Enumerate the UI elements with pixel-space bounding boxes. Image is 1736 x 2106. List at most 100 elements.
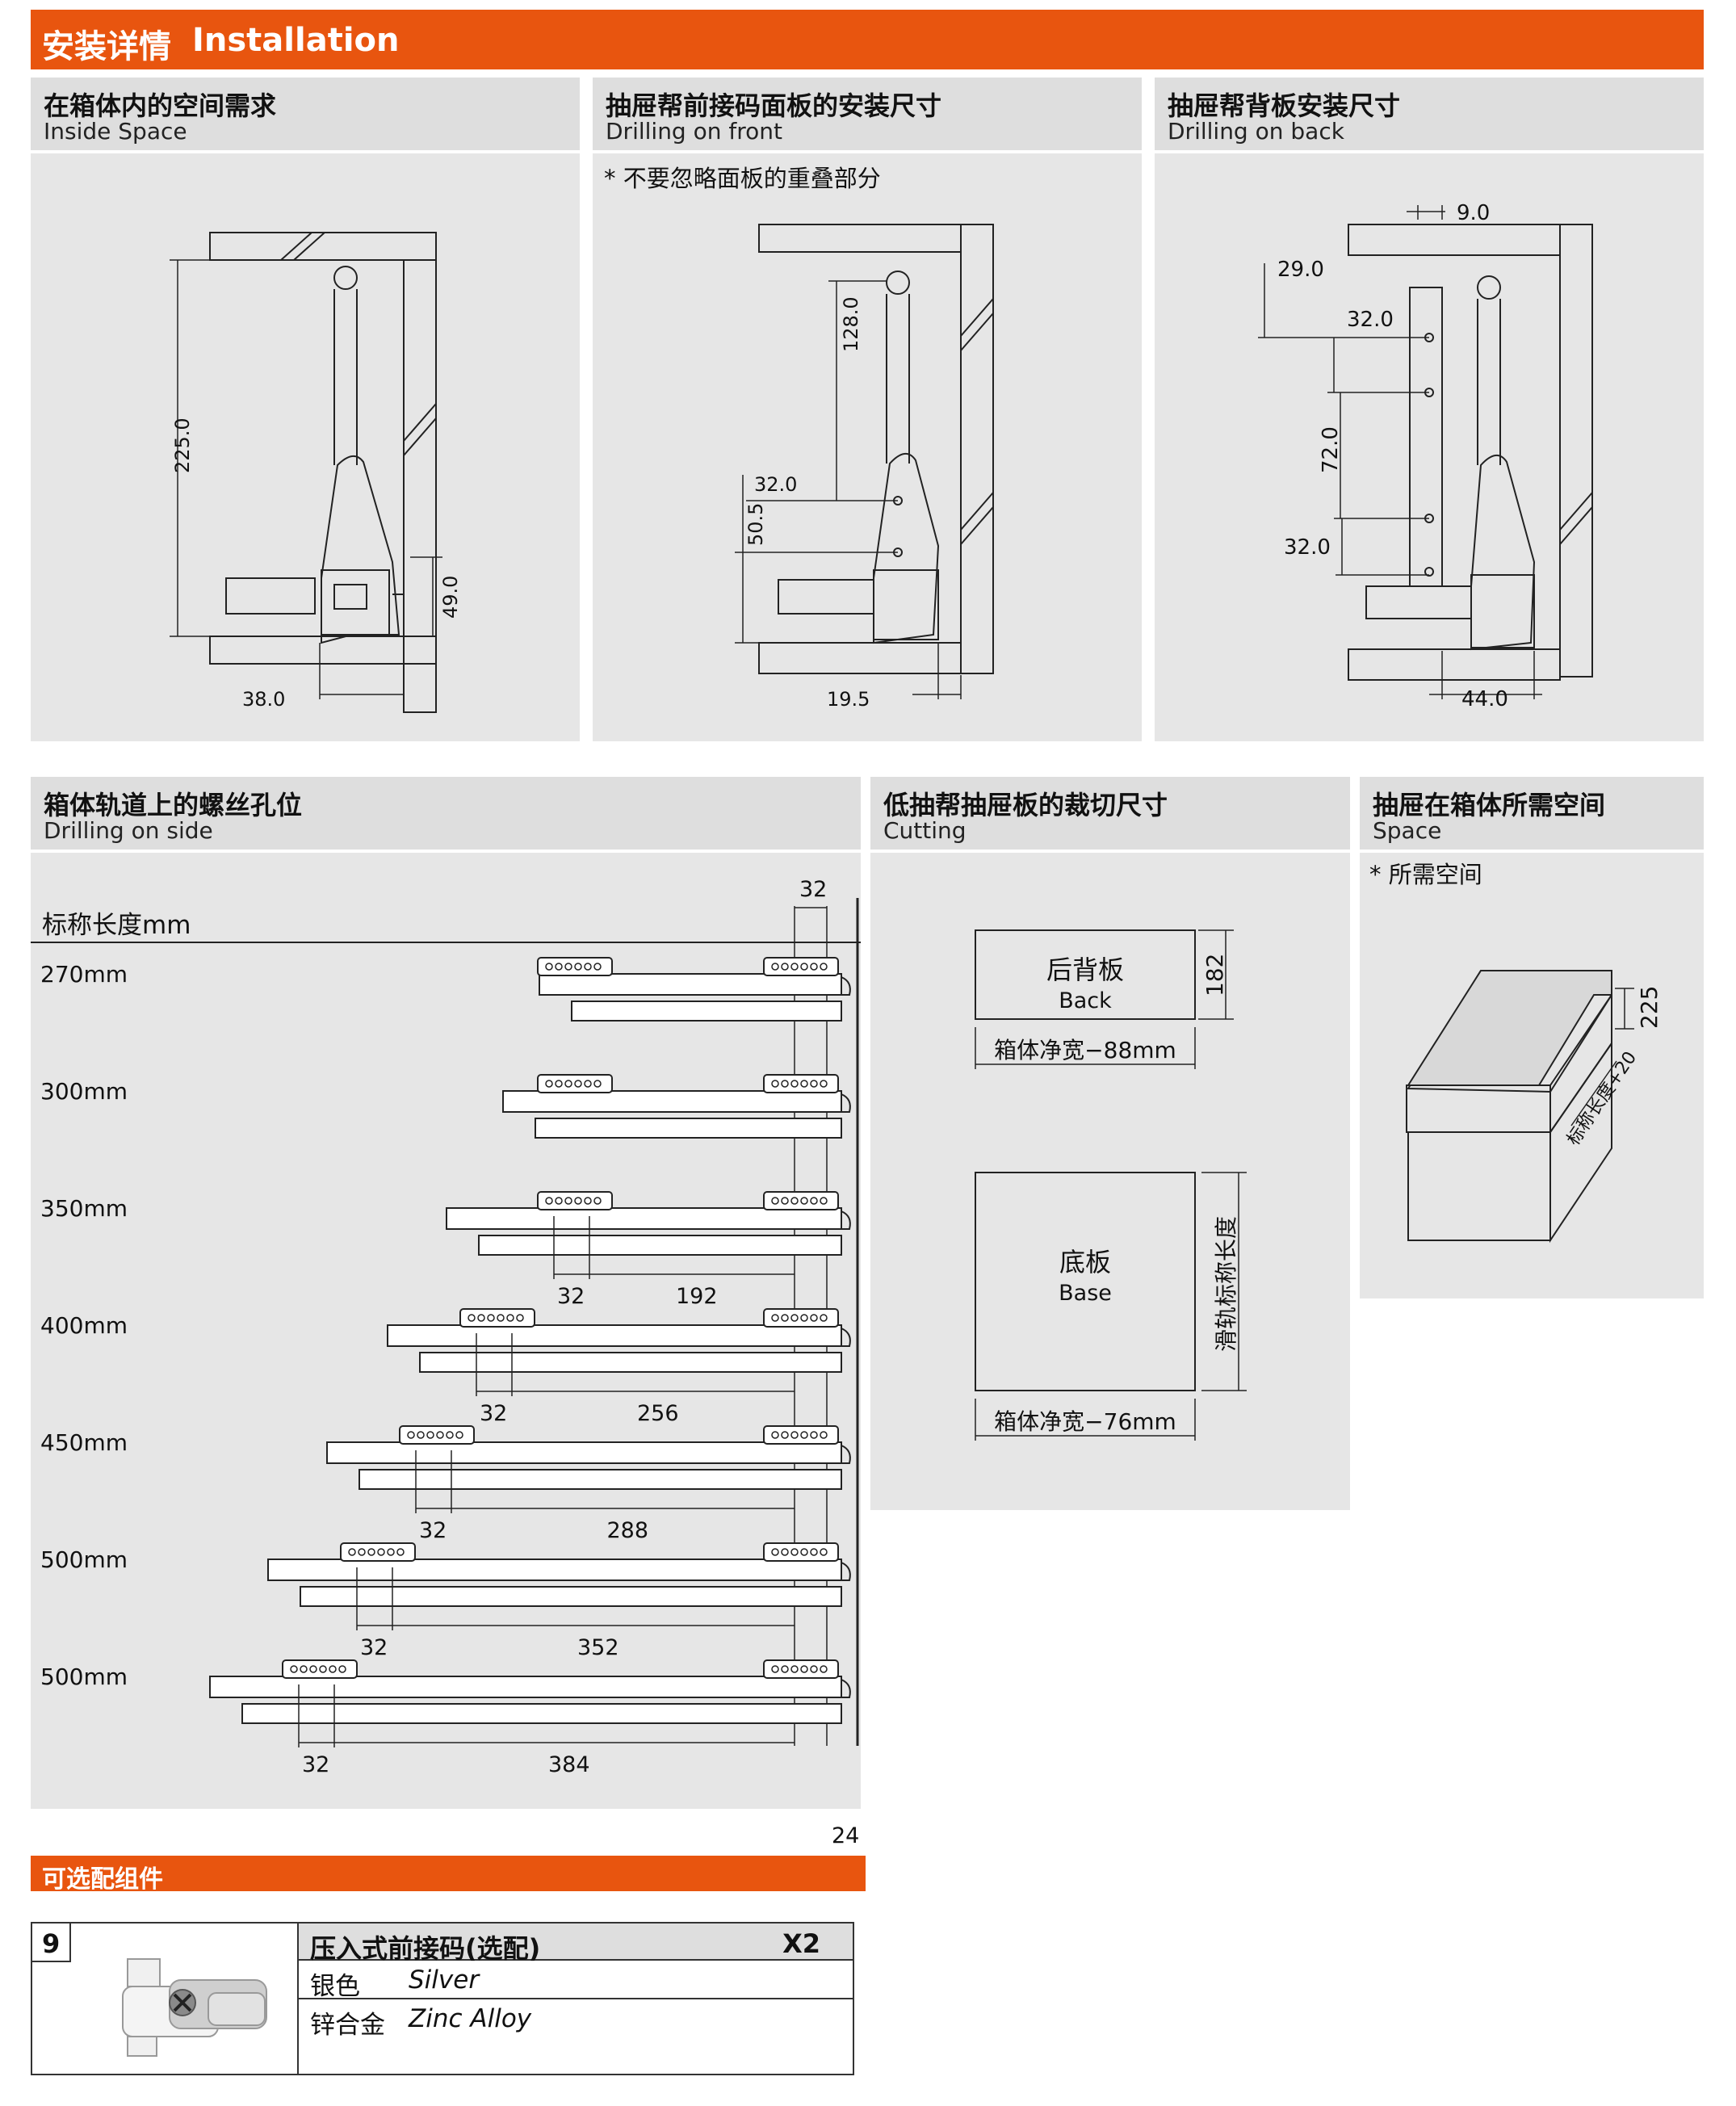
- screw-hole: [555, 1197, 563, 1205]
- screw-hole: [506, 1314, 514, 1322]
- cutting-drawing: 后背板 Back 182 箱体净宽−88mm 底板 Base 滑轨标称长度 箱体…: [975, 929, 1247, 1441]
- dim-left: 32: [419, 1518, 447, 1543]
- dim-side: 49.0: [439, 576, 462, 619]
- rail-upper: [446, 1207, 842, 1230]
- space-drawing: 225 标称长度+20: [1406, 970, 1663, 1244]
- panel-header: 抽屉帮背板安装尺寸 Drilling on back: [1155, 78, 1704, 153]
- screw-hole: [781, 1080, 789, 1088]
- rail-end: [841, 1328, 851, 1347]
- screw-hole: [810, 1197, 818, 1205]
- screw-hole: [377, 1548, 385, 1556]
- screw-hole: [771, 1197, 779, 1205]
- rail-lower: [300, 1586, 842, 1607]
- screw-hole: [487, 1314, 495, 1322]
- screw-hole: [407, 1431, 415, 1439]
- screw-hole: [545, 1197, 553, 1205]
- screw-hole: [820, 1314, 828, 1322]
- dim-left: 32: [557, 1284, 585, 1309]
- screw-hole: [516, 1314, 524, 1322]
- space-depth: 标称长度+20: [1563, 1048, 1641, 1149]
- panel-drilling-side: 箱体轨道上的螺丝孔位 Drilling on side 标称长度mm 32 27…: [31, 777, 861, 1848]
- screw-hole: [338, 1665, 346, 1673]
- screw-hole: [800, 963, 808, 971]
- panel-inside-space: 在箱体内的空间需求 Inside Space: [31, 78, 580, 741]
- screw-hole: [771, 1314, 779, 1322]
- dim-right: 288: [607, 1518, 649, 1543]
- rail-upper: [387, 1324, 842, 1347]
- screw-hole: [545, 963, 553, 971]
- dim-first: 32.0: [1347, 308, 1394, 332]
- header-title-zh: 安装详情: [42, 28, 171, 65]
- panel-header: 抽屉帮前接码面板的安装尺寸 Drilling on front: [593, 78, 1142, 153]
- panel-cutting: 低抽帮抽屉板的裁切尺寸 Cutting 后背板 Back 182 箱体净宽−88…: [870, 777, 1350, 1510]
- screw-hole: [771, 1548, 779, 1556]
- screw-hole: [771, 963, 779, 971]
- screw-hole: [810, 963, 818, 971]
- nominal-length: 500mm: [40, 1663, 128, 1690]
- screw-hole: [309, 1665, 317, 1673]
- dim-last: 32.0: [1284, 535, 1331, 560]
- item-color-zh: 银色: [310, 1972, 360, 2001]
- panel-space: 抽屉在箱体所需空间 Space * 所需空间 225 标称长度+20: [1360, 777, 1704, 1298]
- header-banner: 安装详情 Installation: [31, 10, 1704, 69]
- screw-hole: [574, 963, 582, 971]
- screw-hole: [820, 1197, 828, 1205]
- dim-offset: 9.0: [1457, 201, 1490, 225]
- screw-hole: [820, 963, 828, 971]
- panel-title-zh: 抽屉在箱体所需空间: [1373, 790, 1606, 820]
- rail-upper: [267, 1559, 842, 1581]
- back-height: 182: [1201, 954, 1228, 996]
- dim-depth: 44.0: [1461, 687, 1508, 711]
- base-label-en: Base: [1059, 1281, 1112, 1306]
- rail-lower: [359, 1469, 842, 1490]
- panel-header: 抽屉在箱体所需空间 Space: [1360, 777, 1704, 853]
- screw-hole: [790, 1431, 799, 1439]
- dim-right: 384: [548, 1752, 590, 1777]
- dim-middle: 72.0: [1319, 426, 1343, 473]
- item-material-en: Zinc Alloy: [409, 2004, 532, 2033]
- panel-title-zh: 抽屉帮前接码面板的安装尺寸: [606, 90, 942, 121]
- nominal-length: 300mm: [40, 1078, 128, 1105]
- item-name-row: 压入式前接码(选配) X2: [299, 1924, 853, 1964]
- inside-space-drawing: 225.0 49.0 38.0: [170, 232, 462, 713]
- screw-hole: [810, 1548, 818, 1556]
- panel-title-en: Drilling on side: [44, 817, 213, 844]
- screw-hole: [545, 1080, 553, 1088]
- screw-hole: [477, 1314, 485, 1322]
- rail-end: [841, 1679, 851, 1698]
- screw-hole: [555, 963, 563, 971]
- dim-spacing: 32.0: [754, 473, 797, 496]
- panel-title-en: Drilling on front: [606, 118, 782, 145]
- rail-lower: [419, 1352, 842, 1373]
- dim-height: 225.0: [171, 417, 194, 473]
- screw-hole: [800, 1314, 808, 1322]
- screw-hole: [584, 1080, 592, 1088]
- item-number: 9: [42, 1928, 61, 1959]
- screw-hole: [810, 1431, 818, 1439]
- base-width: 箱体净宽−76mm: [994, 1408, 1176, 1435]
- screw-hole: [810, 1665, 818, 1673]
- item-number-cell: 9: [32, 1924, 71, 1962]
- panel-title-en: Inside Space: [44, 118, 187, 145]
- screw-hole: [781, 963, 789, 971]
- panel-drilling-front: 抽屉帮前接码面板的安装尺寸 Drilling on front * 不要忽略面板…: [593, 78, 1142, 741]
- rail-end: [841, 976, 851, 996]
- screw-hole: [800, 1080, 808, 1088]
- base-length: 滑轨标称长度: [1213, 1216, 1239, 1352]
- rail-lower: [241, 1703, 842, 1724]
- screw-hole: [781, 1548, 789, 1556]
- panel-title-en: Cutting: [883, 817, 967, 844]
- side-row: 270mm: [40, 957, 851, 1022]
- rail-end: [841, 1093, 851, 1113]
- screw-hole: [348, 1548, 356, 1556]
- screw-hole: [820, 1548, 828, 1556]
- screw-hole: [593, 963, 602, 971]
- item-name: 压入式前接码(选配): [310, 1933, 541, 1964]
- rail-upper: [502, 1090, 842, 1113]
- rail-upper: [326, 1441, 842, 1464]
- dim-left: 32: [480, 1401, 507, 1426]
- screw-hole: [781, 1431, 789, 1439]
